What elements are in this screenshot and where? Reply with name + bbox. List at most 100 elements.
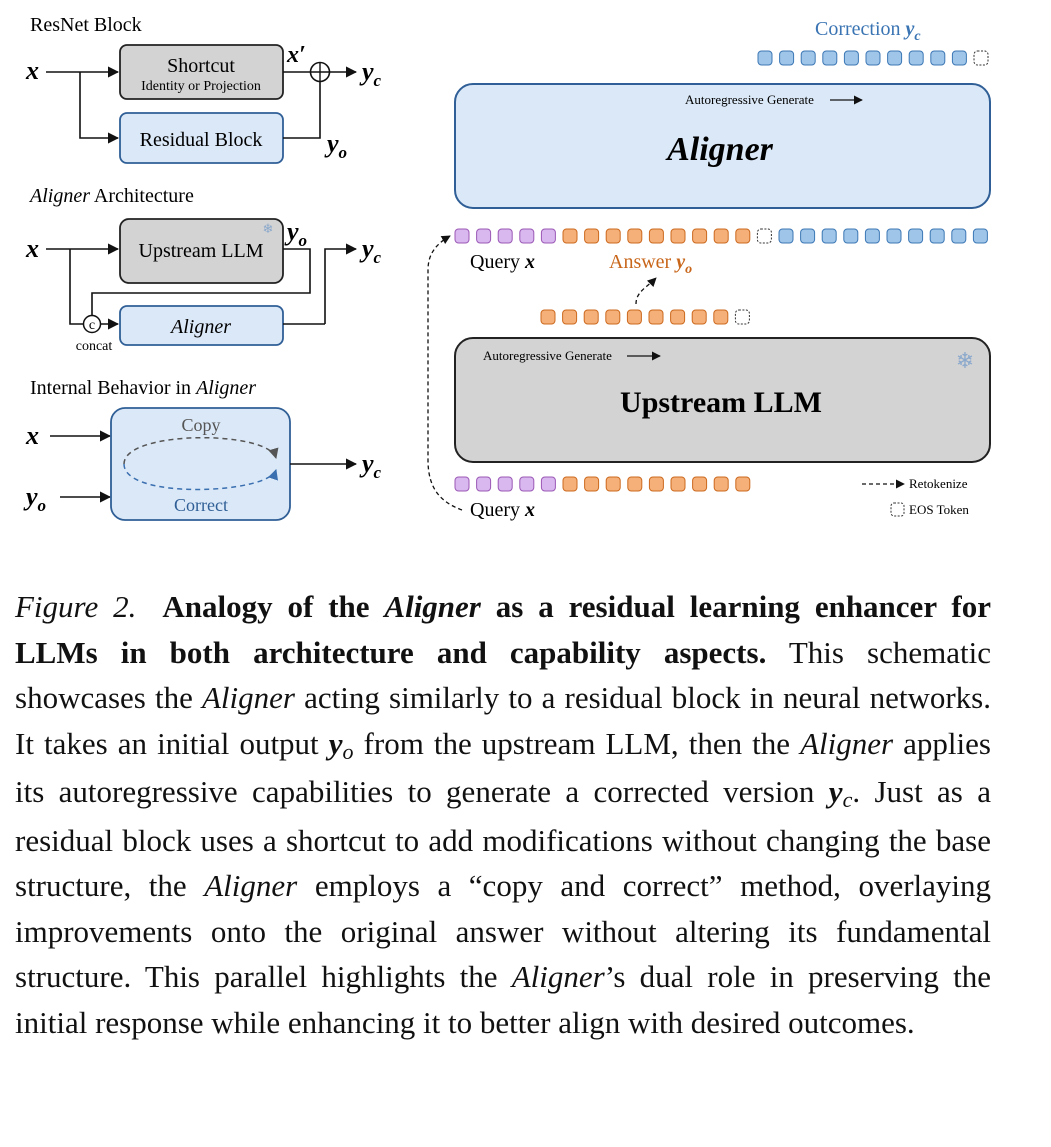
answer-token-row: [540, 309, 750, 325]
query-token: [497, 228, 513, 244]
query-bottom-label: Query x: [470, 499, 535, 521]
query-token: [454, 476, 470, 492]
query-token: [476, 228, 492, 244]
correction-token: [908, 228, 924, 244]
architecture-yo-label: yo: [284, 217, 307, 250]
correction-token-row: [757, 50, 989, 66]
frozen-snowflake-icon: ❄: [263, 221, 274, 236]
answer-token: [670, 228, 686, 244]
answer-token: [562, 309, 578, 325]
internal-heading: Internal Behavior in Aligner: [30, 377, 256, 399]
query-token: [476, 476, 492, 492]
correction-token: [778, 228, 794, 244]
answer-label: Answer yo: [609, 251, 692, 277]
answer-token: [540, 309, 556, 325]
correction-token: [972, 228, 988, 244]
correct-arrow: [123, 463, 278, 491]
answer-token: [584, 228, 600, 244]
correction-token: [822, 50, 838, 66]
upstream-snowflake-icon: ❄: [956, 348, 974, 373]
answer-token: [692, 228, 708, 244]
upstream-input-token-row: [454, 476, 751, 492]
retokenize-answer-arrow: [635, 277, 657, 305]
correction-token: [951, 228, 967, 244]
aligner-input-token-row: [454, 228, 988, 244]
resnet-block-panel: ResNet Block x Shortcut Identity or Proj…: [25, 14, 382, 164]
answer-token: [713, 309, 729, 325]
query-token: [497, 476, 513, 492]
answer-token: [670, 476, 686, 492]
internal-x-label: x: [25, 421, 39, 450]
answer-token: [605, 476, 621, 492]
shortcut-title: Shortcut: [167, 55, 235, 77]
answer-token: [691, 309, 707, 325]
correction-token: [929, 228, 945, 244]
answer-token: [735, 476, 751, 492]
correction-token: [843, 228, 859, 244]
copy-label: Copy: [181, 415, 220, 435]
eos-token: [756, 228, 772, 244]
aligner-big-box: [454, 83, 991, 209]
answer-token: [713, 228, 729, 244]
answer-token: [627, 228, 643, 244]
internal-behavior-panel: Internal Behavior in Aligner x yo Copy C…: [23, 377, 382, 521]
answer-token: [735, 228, 751, 244]
query-token: [540, 228, 556, 244]
correction-label: Correction yc: [815, 18, 921, 44]
correction-token: [908, 50, 924, 66]
legend-eos-token: [890, 502, 905, 517]
answer-token: [562, 476, 578, 492]
eos-token: [734, 309, 750, 325]
correction-token: [887, 50, 903, 66]
answer-token: [713, 476, 729, 492]
figure-diagram: ResNet Block x Shortcut Identity or Proj…: [23, 14, 991, 521]
legend-retokenize-label: Retokenize: [909, 476, 968, 491]
answer-token: [648, 228, 664, 244]
correction-token: [779, 50, 795, 66]
correct-label: Correct: [174, 495, 228, 515]
query-label: Query x: [470, 251, 535, 273]
aligner-generate-label: Autoregressive Generate: [685, 92, 814, 107]
x-prime-label: x′: [286, 42, 306, 68]
answer-token: [627, 476, 643, 492]
correction-token: [951, 50, 967, 66]
query-token: [519, 228, 535, 244]
concat-label: concat: [76, 339, 113, 354]
resnet-yo-label: yo: [324, 129, 347, 162]
aligner-architecture-panel: Aligner Architecture x Upstream LLM ❄ yo…: [25, 185, 382, 354]
upstream-llm-big-box: [454, 337, 991, 463]
copy-arrow: [123, 436, 279, 465]
upstream-generate-label: Autoregressive Generate: [483, 348, 612, 363]
query-token: [519, 476, 535, 492]
query-token: [454, 228, 470, 244]
correction-token: [843, 50, 859, 66]
answer-token: [583, 309, 599, 325]
aligner-small-box: [119, 305, 284, 346]
eos-token: [973, 50, 989, 66]
internal-yo-label: yo: [23, 482, 46, 515]
internal-yc-label: yc: [359, 449, 382, 482]
correction-token: [865, 50, 881, 66]
resnet-heading: ResNet Block: [30, 14, 142, 36]
residual-block-label: Residual Block: [140, 129, 263, 151]
answer-token: [692, 476, 708, 492]
legend-eos-label: EOS Token: [909, 502, 969, 517]
correction-token: [864, 228, 880, 244]
query-token: [540, 476, 556, 492]
upstream-llm-label: Upstream LLM: [139, 240, 264, 262]
answer-token: [648, 309, 664, 325]
architecture-x-label: x: [25, 234, 39, 263]
resnet-yc-label: yc: [359, 57, 382, 90]
answer-token: [670, 309, 686, 325]
upstream-llm-box: [119, 218, 284, 284]
correction-token: [821, 228, 837, 244]
answer-token: [605, 309, 621, 325]
answer-token: [562, 228, 578, 244]
caption-body: This schematic showcases the Aligner act…: [15, 634, 992, 1040]
aligner-small-label: Aligner: [169, 316, 231, 338]
right-pipeline-panel: Correction yc Autoregressive Generate Al…: [427, 18, 991, 521]
correction-token: [800, 228, 816, 244]
correction-token: [757, 50, 773, 66]
architecture-heading: Aligner Architecture: [28, 185, 194, 207]
correction-token: [886, 228, 902, 244]
